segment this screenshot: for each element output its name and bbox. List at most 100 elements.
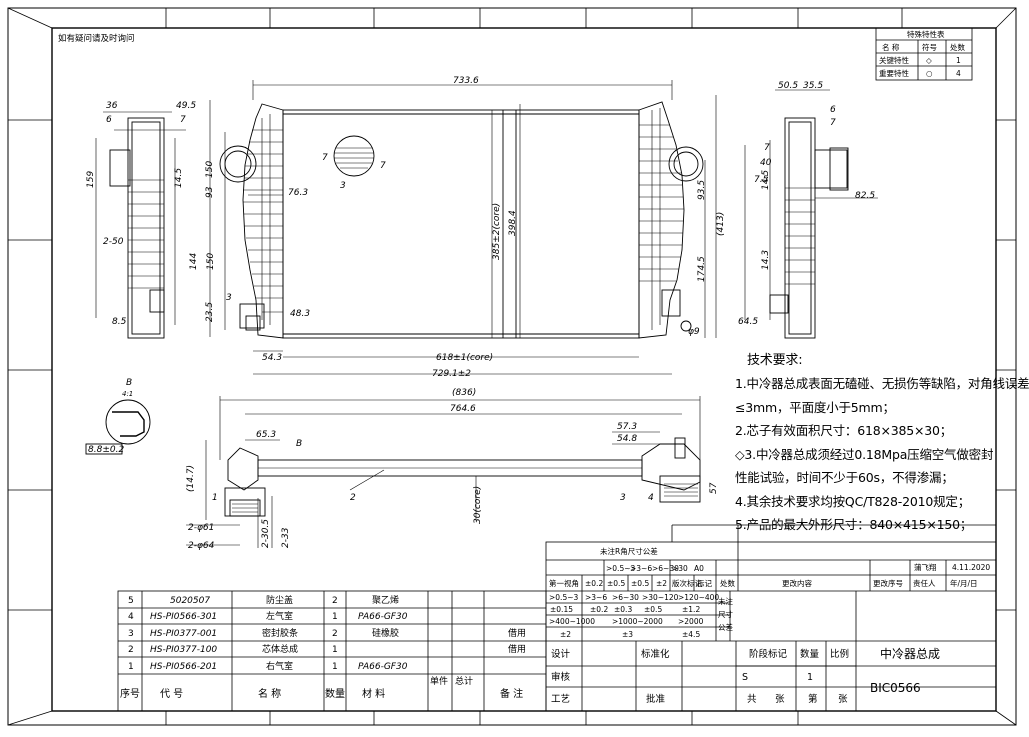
bom-r4-name: 左气室: [266, 610, 293, 622]
bom-r2-name: 芯体总成: [262, 643, 298, 655]
bom-r3-name: 密封胶条: [262, 627, 298, 639]
callout-3: 3: [340, 181, 346, 191]
tb-part-no: BIC0566: [870, 681, 921, 695]
lin-tol-1: ±0.15: [550, 605, 573, 614]
special-r1-count: 1: [956, 56, 961, 65]
dim-7-right-b: 7: [764, 143, 770, 153]
bom-r5-no: 5: [128, 596, 134, 606]
bom-r5-mat: 聚乙烯: [372, 594, 399, 606]
tb-approve: 批准: [646, 693, 666, 705]
detail-b-scale: 4:1: [122, 390, 133, 398]
callout-1: 1: [212, 493, 218, 503]
lin2-range-2: >1000~2000: [612, 617, 663, 626]
tol-h9: 更改序号: [873, 578, 903, 588]
special-r2-symbol: ○: [926, 69, 933, 78]
dim-48-3: 48.3: [290, 309, 310, 319]
dim-764-6: 764.6: [450, 404, 476, 414]
tol-h4: ±2: [656, 579, 667, 588]
dim-40: 40: [760, 158, 772, 168]
tol-h5: 版次标记: [672, 578, 702, 588]
tb-sheets-total: 共: [747, 694, 757, 705]
tech-line-5: 性能试验，时间不少于60s，不得渗漏；: [735, 470, 954, 485]
tol-h10: 责任人: [913, 578, 936, 588]
tol-h0: 第一视角: [549, 578, 579, 588]
special-table-title: 特殊特性表: [907, 29, 945, 39]
mesh-detail-circle: [333, 135, 375, 177]
bom-r4-code: HS-PI0566-301: [150, 612, 217, 622]
special-r2-name: 重要特性: [879, 68, 909, 78]
left-side-view: [95, 111, 186, 339]
dim-50-5: 50.5: [778, 81, 798, 91]
hole-dim: φ9: [688, 327, 700, 337]
dim-54-8: 54.8: [617, 434, 637, 444]
dim-49-5: 49.5: [176, 101, 196, 111]
detail-b-circle: [105, 399, 151, 445]
tb-sheets-label: 张: [775, 694, 785, 705]
dim-57: 57: [709, 482, 719, 494]
special-r2-count: 4: [956, 69, 961, 78]
dim-core-width: 618±1(core): [436, 353, 493, 363]
bom-r1-no: 1: [128, 662, 134, 672]
tol-r4: >30: [672, 564, 688, 573]
bom-r5-name: 防尘盖: [266, 594, 293, 606]
bom-r5-qty: 2: [332, 596, 338, 606]
special-table: [875, 27, 973, 81]
tol-r2: >3~6: [630, 564, 652, 573]
callout-7a: 7: [322, 153, 328, 163]
tb-scale: 比例: [830, 648, 849, 660]
bom-r1-mat: PA66-GF30: [358, 662, 408, 672]
bom-r4-mat: PA66-GF30: [358, 612, 408, 622]
tol-title: 未注R角尺寸公差: [600, 546, 658, 556]
tech-title: 技术要求:: [747, 353, 803, 368]
unmarked-1: 未注: [718, 596, 733, 606]
zone-ticks: [7, 7, 1017, 726]
tb-stage-value: S: [742, 672, 748, 683]
tolerance-text: 未注R角尺寸公差 >0.5~3 >3~6 >6~30 >30 A0 第一视角 ±…: [549, 546, 990, 639]
tb-design: 设计: [551, 648, 571, 660]
callout-3-bottom: 3: [620, 493, 626, 503]
bom-r2-no: 2: [128, 645, 134, 655]
dim-core-height: 385±2(core): [492, 203, 502, 260]
dim-8-5: 8.5: [112, 317, 127, 327]
left-view-labels: 36 49.5 6 7 159 14.5 2-50 8.5: [86, 101, 196, 327]
right-inlet-circle: [668, 146, 704, 182]
bom-r2-qty: 1: [332, 645, 338, 655]
bom-h-material: 材 料: [362, 687, 385, 700]
dim-14-3: 14.3: [761, 250, 771, 270]
dim-144: 144: [189, 253, 199, 270]
header-note: 如有疑问请及时询问: [58, 33, 135, 44]
tech-line-6: 4.其余技术要求均按QC/T828-2010规定；: [735, 493, 971, 509]
tol-h6: 标记: [697, 578, 712, 588]
rev-date: 4.11.2020: [952, 563, 990, 572]
left-tank: [242, 103, 284, 339]
tol-r3: >6~30: [652, 564, 679, 573]
bom-r4-qty: 1: [332, 612, 338, 622]
tol-h11: 年/月/日: [950, 578, 978, 588]
tb-quantity-value: 1: [807, 672, 813, 683]
special-table-text: 特殊特性表 名 称 符号 处数 关键特性 ◇ 1 重要特性 ○ 4: [879, 29, 965, 78]
bom-h-total: 总计: [455, 675, 473, 687]
dim-2-30-5: 2-30.5: [261, 519, 271, 548]
dim-30-core: 30(core): [473, 486, 483, 524]
bom-h-unit: 单件: [430, 675, 448, 687]
dim-65-3: 65.3: [256, 430, 276, 440]
dim-6-right: 6: [830, 105, 836, 115]
detail-b-dim: 8.8±0.2: [88, 445, 124, 455]
dim-35-5: 35.5: [803, 81, 823, 91]
special-r1-symbol: ◇: [926, 56, 932, 65]
dim-7-right-a: 7: [830, 118, 836, 128]
tb-standard: 标准化: [641, 648, 670, 660]
dim-82-5: 82.5: [855, 191, 875, 201]
dim-36: 36: [106, 101, 118, 111]
dim-23-5: 23.5: [205, 302, 215, 322]
left-inlet-circle: [219, 145, 257, 183]
lin-tol-4: ±0.5: [644, 605, 662, 614]
tb-quantity: 数量: [800, 648, 820, 660]
dim-64-5: 64.5: [738, 317, 758, 327]
dim-398-4: 398.4: [508, 210, 518, 236]
lin-tol-2: ±0.2: [590, 605, 608, 614]
bom-r2-code: HS-PI0377-100: [150, 645, 217, 655]
tech-line-4: ◇3.中冷器总成须经过0.18Mpa压缩空气做密封: [735, 446, 994, 462]
tol-h7: 处数: [720, 578, 735, 588]
